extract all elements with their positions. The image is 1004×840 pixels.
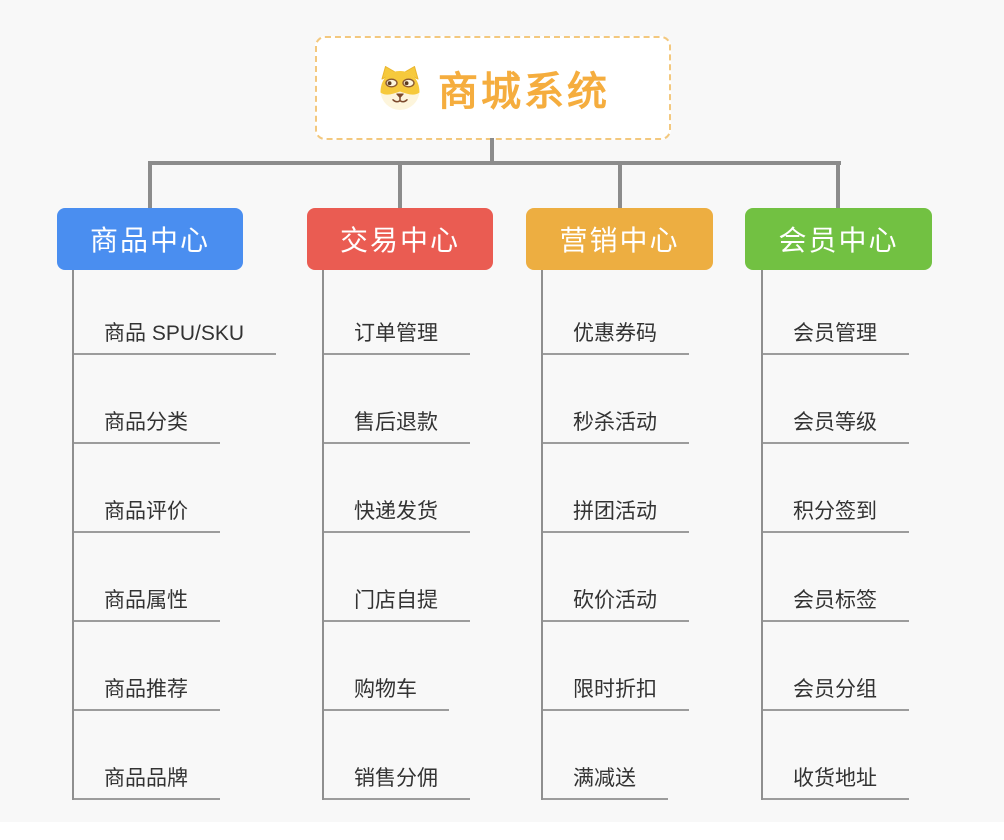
connector-stub-marketing: [618, 161, 622, 210]
child-node[interactable]: 商品推荐: [74, 622, 276, 711]
child-node-label: 优惠券码: [543, 317, 689, 355]
branch-node[interactable]: 会员中心: [745, 208, 932, 270]
child-node[interactable]: 会员分组: [763, 622, 909, 711]
child-node[interactable]: 会员等级: [763, 355, 909, 444]
child-node[interactable]: 会员标签: [763, 533, 909, 622]
child-node[interactable]: 售后退款: [324, 355, 470, 444]
child-node[interactable]: 商品属性: [74, 533, 276, 622]
root-node-mall-system[interactable]: 商城系统: [315, 36, 671, 140]
connector-bus-line: [148, 161, 841, 165]
branch-column: 优惠券码 秒杀活动 拼团活动 砍价活动 限时折扣 满减送: [541, 270, 689, 800]
child-node-label: 门店自提: [324, 584, 470, 622]
branch-node[interactable]: 营销中心: [526, 208, 713, 270]
child-node[interactable]: 商品评价: [74, 444, 276, 533]
child-node[interactable]: 商品分类: [74, 355, 276, 444]
child-node[interactable]: 满减送: [543, 711, 689, 800]
child-node-label: 快递发货: [324, 495, 470, 533]
child-node[interactable]: 快递发货: [324, 444, 470, 533]
child-node-label: 拼团活动: [543, 495, 689, 533]
child-node[interactable]: 商品 SPU/SKU: [74, 270, 277, 355]
connector-stub-trade: [398, 161, 402, 210]
child-node[interactable]: 门店自提: [324, 533, 470, 622]
child-node-label: 商品品牌: [74, 762, 220, 800]
branch-column: 商品 SPU/SKU 商品分类 商品评价 商品属性 商品推荐 商品品牌: [72, 270, 277, 800]
child-node[interactable]: 商品品牌: [74, 711, 276, 800]
child-node-label: 订单管理: [324, 317, 470, 355]
child-node-label: 会员管理: [763, 317, 909, 355]
branch-node[interactable]: 商品中心: [57, 208, 243, 270]
child-node[interactable]: 秒杀活动: [543, 355, 689, 444]
child-node-label: 收货地址: [763, 762, 909, 800]
branch-column: 会员管理 会员等级 积分签到 会员标签 会员分组 收货地址: [761, 270, 909, 800]
child-node[interactable]: 砍价活动: [543, 533, 689, 622]
child-node-label: 会员分组: [763, 673, 909, 711]
child-node[interactable]: 购物车: [324, 622, 470, 711]
child-node[interactable]: 订单管理: [324, 270, 470, 355]
connector-root-stub: [490, 138, 494, 163]
child-node[interactable]: 会员管理: [763, 270, 909, 355]
child-node[interactable]: 积分签到: [763, 444, 909, 533]
child-node[interactable]: 销售分佣: [324, 711, 470, 800]
bottom-strip: [0, 822, 1004, 840]
connector-stub-member: [836, 161, 840, 210]
child-node-label: 砍价活动: [543, 584, 689, 622]
child-node[interactable]: 优惠券码: [543, 270, 689, 355]
child-node-label: 会员标签: [763, 584, 909, 622]
child-node-label: 满减送: [543, 762, 668, 800]
branch-node[interactable]: 交易中心: [307, 208, 493, 270]
child-node-label: 购物车: [324, 673, 449, 711]
child-node-label: 销售分佣: [324, 762, 470, 800]
connector-stub-product: [148, 161, 152, 210]
root-node-title: 商城系统: [438, 70, 610, 114]
dog-face-icon: [380, 66, 420, 110]
child-node-label: 秒杀活动: [543, 406, 689, 444]
child-node-label: 售后退款: [324, 406, 470, 444]
child-node-label: 限时折扣: [543, 673, 689, 711]
child-node-label: 会员等级: [763, 406, 909, 444]
child-node-label: 商品评价: [74, 495, 220, 533]
branch-column: 订单管理 售后退款 快递发货 门店自提 购物车 销售分佣: [322, 270, 470, 800]
child-node-label: 商品属性: [74, 584, 220, 622]
child-node[interactable]: 拼团活动: [543, 444, 689, 533]
child-node-label: 商品推荐: [74, 673, 220, 711]
child-node[interactable]: 收货地址: [763, 711, 909, 800]
child-node[interactable]: 限时折扣: [543, 622, 689, 711]
child-node-label: 积分签到: [763, 495, 909, 533]
child-node-label: 商品分类: [74, 406, 220, 444]
child-node-label: 商品 SPU/SKU: [74, 317, 277, 355]
